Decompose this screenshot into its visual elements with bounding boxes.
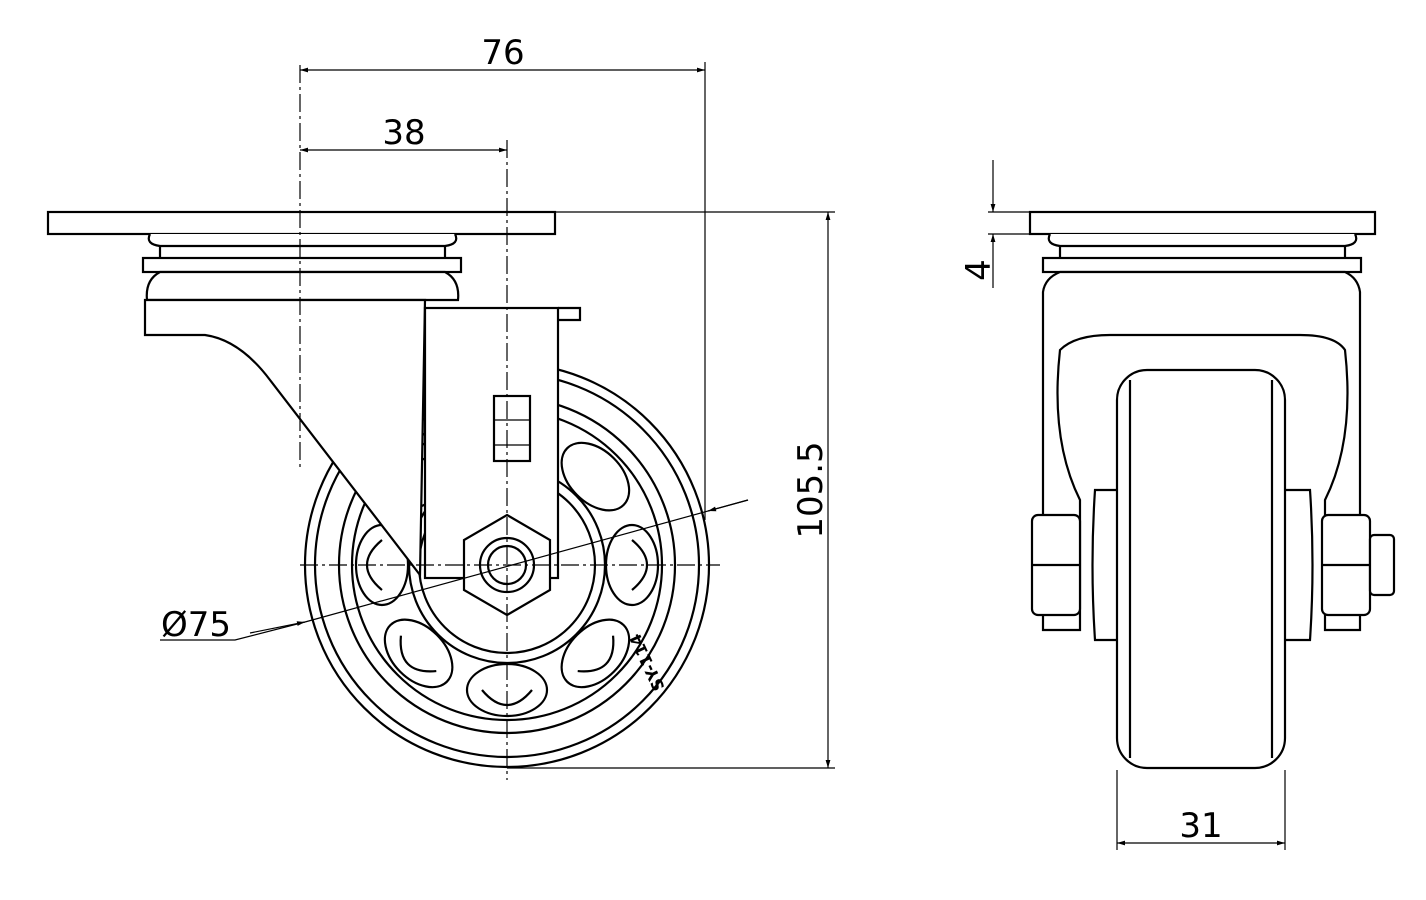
side-view: SY-114 76 38 105.5: [46, 33, 835, 780]
dim-wheel-diameter: Ø75: [161, 605, 231, 645]
dim-overall-height: 105.5: [791, 441, 831, 538]
dimension-76: 76: [300, 33, 706, 520]
dimension-diameter: Ø75: [160, 499, 749, 645]
swivel-slot: [492, 394, 532, 463]
dim-wheel-width: 31: [1179, 806, 1222, 846]
dimension-4: 4: [959, 160, 1030, 288]
front-wheel: [1091, 368, 1314, 770]
front-view: 4 31: [959, 160, 1396, 850]
dimension-105-5: 105.5: [507, 211, 835, 769]
dim-plate-width: 76: [481, 33, 524, 73]
front-nuts: [1030, 513, 1396, 617]
dimension-38: 38: [300, 113, 507, 153]
top-plate: [46, 210, 557, 302]
dim-center-offset: 38: [382, 113, 425, 153]
wheel-marking: SY-114: [626, 631, 669, 694]
dim-plate-thickness: 4: [959, 259, 999, 281]
dimension-31: 31: [1116, 770, 1286, 850]
